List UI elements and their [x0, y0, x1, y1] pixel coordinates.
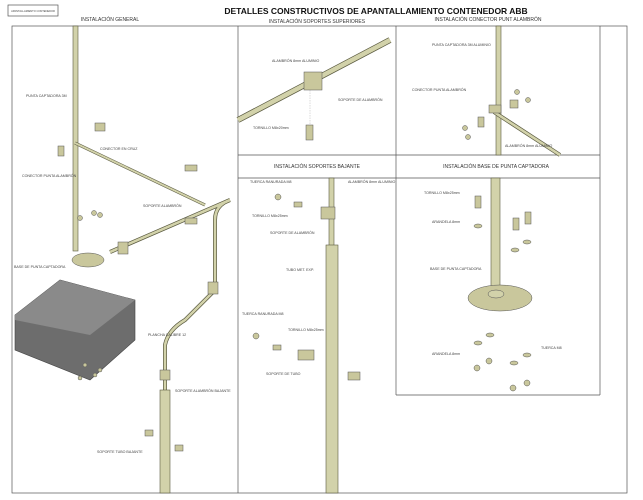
label: TUERCA RANURADA M8: [242, 312, 284, 316]
label: SOPORTE DE ALAMBRÓN: [338, 97, 383, 102]
capture-rod: [72, 25, 79, 252]
label: TORNILLO M8x25mm: [252, 214, 288, 218]
label: ALAMBRÓN 8mm ALUMINIO: [505, 143, 553, 148]
outer-frame: [11, 25, 628, 494]
superiores-detail: ALAMBRÓN 8mm ALUMINIO SOPORTE DE ALAMBRÓ…: [236, 37, 392, 141]
stamp-box: [7, 4, 59, 17]
panel-header-base: INSTALACIÓN BASE DE PUNTA CAPTADORA: [443, 163, 550, 170]
label: PUNTA CAPTADORA 3M ALUMINIO: [432, 43, 491, 47]
label: CONECTOR PUNTA ALAMBRÓN: [412, 87, 467, 92]
panel-header-conector: INSTALACIÓN CONECTOR PUNT ALAMBRÓN: [435, 16, 542, 23]
label: ALAMBRÓN 8mm ALUMINIO: [348, 179, 396, 184]
label: SOPORTE DE TUBO: [266, 372, 301, 376]
label: SOPORTE TUBO BAJANTE: [97, 450, 143, 454]
conector-detail: PUNTA CAPTADORA 3M ALUMINIO CONECTOR PUN…: [412, 25, 562, 157]
label: ALAMBRÓN 8mm ALUMINIO: [272, 58, 320, 63]
label: ARANDELA 8mm: [432, 352, 460, 356]
base-detail: TORNILLO M8x25mm ARANDELA 8mm BASE DE PU…: [424, 177, 562, 392]
label: SOPORTE DE ALAMBRÓN: [270, 230, 315, 235]
rod-base: [71, 252, 105, 268]
label: CONECTOR PUNTA ALAMBRÓN: [22, 173, 77, 178]
label: TORNILLO M8x25mm: [424, 191, 460, 195]
label: ARANDELA 8mm: [432, 220, 460, 224]
general-assembly: PUNTA CAPTADORA 3M CONECTOR EN CRUZ CONE…: [14, 25, 231, 494]
label: TUERCA M8: [541, 346, 562, 350]
label: SOPORTE ALAMBRÓN: [143, 203, 182, 208]
label: BASE DE PUNTA CAPTADORA: [14, 265, 66, 269]
sheet-title: DETALLES CONSTRUCTIVOS DE APANTALLAMIENT…: [224, 6, 527, 16]
label: TUBO MET. EXP.: [286, 268, 314, 272]
label: TORNILLO M8x25mm: [288, 328, 324, 332]
panel-header-superiores: INSTALACIÓN SOPORTES SUPERIORES: [269, 18, 366, 25]
label: TUERCA RANURADA M8: [250, 180, 292, 184]
label: TORNILLO M8x20mm: [253, 126, 289, 130]
label: CONECTOR EN CRUZ: [100, 147, 138, 151]
label: SOPORTE ALAMBRÓN BAJANTE: [175, 388, 231, 393]
panel-header-bajante: INSTALACIÓN SOPORTES BAJANTE: [274, 163, 361, 170]
panel-header-general: INSTALACIÓN GENERAL: [81, 16, 139, 23]
stamp-text: APANTALLAMIENTO CONTENEDOR: [11, 9, 55, 13]
bajante-detail: TUERCA RANURADA M8 ALAMBRÓN 8mm ALUMINIO…: [242, 177, 396, 494]
label: BASE DE PUNTA CAPTADORA: [430, 267, 482, 271]
label: PUNTA CAPTADORA 3M: [26, 94, 67, 98]
label: PLANCHA CALIBRE 12: [148, 333, 186, 337]
